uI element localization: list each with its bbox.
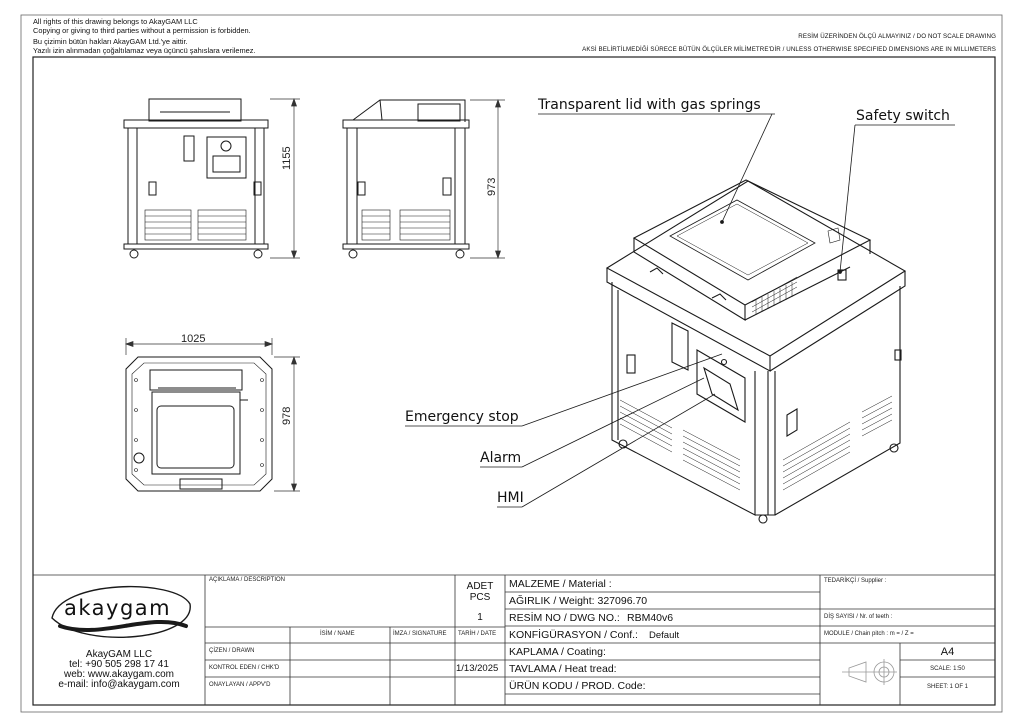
scale-value: SCALE: 1:50 [930,666,965,672]
pcs-value: 1 [477,612,483,623]
copyright-line-2: Copying or giving to third parties witho… [33,25,251,35]
company-name: AkayGAM LLC [85,649,153,660]
date-value: 1/13/2025 [456,663,499,674]
signature-label: İMZA / SIGNATURE [393,631,447,637]
conf-label: KONFİGÜRASYON / Conf.: [509,629,638,641]
copyright-line-4: Yazılı izin alınmadan çoğaltılamaz veya … [33,45,256,55]
drawn-label: ÇİZEN / DRAWN [209,648,255,654]
scale-warning: RESİM ÜZERİNDEN ÖLÇÜ ALMAYINIZ / DO NOT … [798,33,996,40]
hmi-callout: HMI [497,490,524,506]
outer-frame [20,14,1003,713]
isometric-view [605,179,907,524]
logo-text: akaygam [64,596,172,620]
side-height-dimension [470,98,505,260]
teeth-label: DİŞ SAYISI / Nr. of teeth : [824,614,893,620]
top-width-dimension [124,338,274,355]
checked-label: KONTROL EDEN / CHK'D [209,665,280,671]
description-label: AÇIKLAMA / DESCRIPTION [209,577,286,583]
top-view [125,356,273,492]
sheet-value: SHEET: 1 OF 1 [926,684,968,690]
top-depth-dimension [274,355,300,493]
company-tel: tel: +90 505 298 17 41 [69,659,169,670]
title-block-grid [33,574,995,705]
company-email: e-mail: info@akaygam.com [58,679,180,690]
weight-label: AĞIRLIK / Weight: 327096.70 [509,595,648,607]
prod-code-label: ÜRÜN KODU / PROD. Code: [509,680,646,692]
side-view [342,99,470,259]
projection-symbol-icon [842,659,897,685]
pcs-label: ADET PCS [466,581,494,603]
alarm-callout: Alarm [480,450,522,466]
akaygam-logo [51,585,191,638]
top-width-value: 1025 [181,333,206,345]
heat-label: TAVLAMA / Heat tread: [509,663,617,675]
date-label: TARİH / DATE [458,631,497,637]
top-depth-value: 978 [281,406,293,425]
copyright-line-1: All rights of this drawing belongs to Ak… [33,17,198,26]
supplier-label: TEDARİKÇİ / Supplier : [824,578,887,584]
side-height-value: 973 [486,177,498,196]
lid-callout: Transparent lid with gas springs [538,97,761,113]
copyright-line-3: Bu çizimin bütün hakları AkayGAM Ltd.'ye… [33,37,188,46]
dwg-label: RESİM NO / DWG NO.: [509,612,620,624]
emergency-stop-callout: Emergency stop [405,409,519,425]
front-view [123,98,269,259]
front-height-value: 1155 [281,146,293,170]
safety-switch-callout: Safety switch [856,108,950,124]
company-web: web: www.akaygam.com [63,669,175,680]
front-height-dimension [270,97,300,260]
name-label: İSİM / NAME [320,631,355,637]
chain-pitch-label: MODULE / Chain pitch : m = / Z = [824,631,914,637]
callout-leaders [405,113,955,508]
units-note: AKSİ BELİRTİLMEDİĞİ SÜRECE BÜTÜN ÖLÇÜLER… [582,46,996,53]
dwg-value: RBM40v6 [627,612,674,624]
paper-size: A4 [940,646,955,658]
conf-value: Default [649,630,680,641]
inner-frame [32,56,996,706]
coating-label: KAPLAMA / Coating: [509,646,606,658]
approved-label: ONAYLAYAN / APPV'D [209,682,271,688]
material-label: MALZEME / Material : [509,578,612,590]
